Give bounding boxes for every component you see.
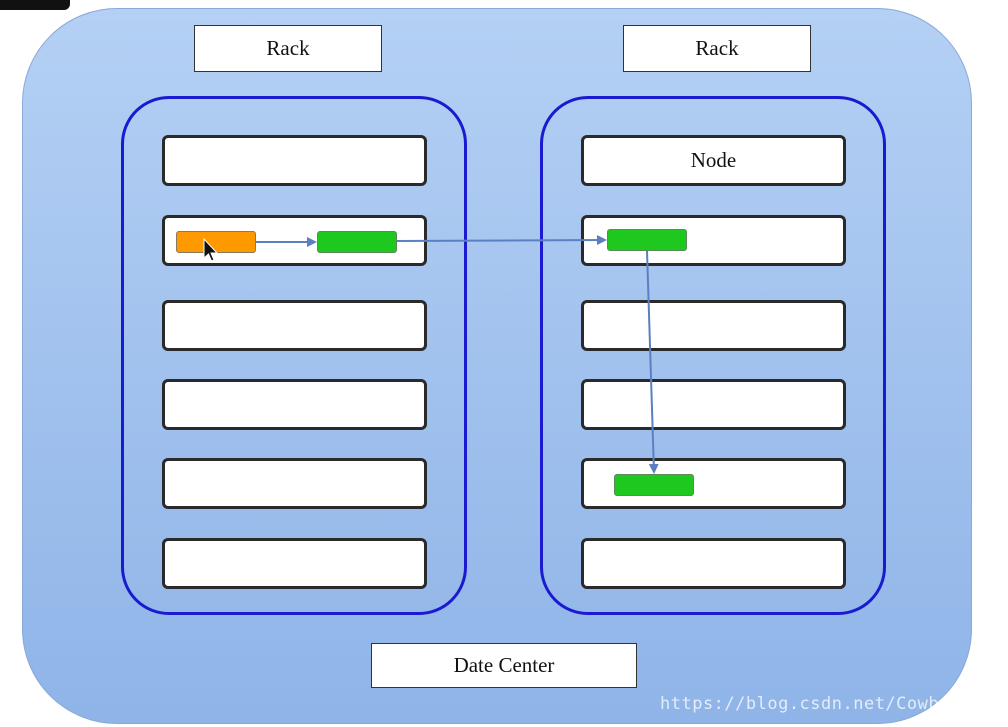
left-node-4[interactable] xyxy=(162,379,427,430)
arrow-replica2-to-replica3 xyxy=(646,250,659,474)
corner-fragment xyxy=(0,0,70,10)
right-node-2[interactable] xyxy=(581,215,846,266)
datacenter-label: Date Center xyxy=(371,643,637,688)
replica-block-1 xyxy=(317,231,397,253)
datacenter-container xyxy=(22,8,972,724)
rack-left xyxy=(121,96,467,615)
arrow-replica1-to-replica2 xyxy=(396,235,607,246)
mouse-cursor-icon xyxy=(203,237,219,262)
rack-label-left: Rack xyxy=(194,25,382,72)
replica-block-2 xyxy=(607,229,687,251)
replica-block-3 xyxy=(614,474,694,496)
left-node-5[interactable] xyxy=(162,458,427,509)
node-label: Node xyxy=(690,148,737,172)
right-node-3[interactable] xyxy=(581,300,846,351)
right-node-1[interactable]: Node xyxy=(581,135,846,186)
left-node-1[interactable] xyxy=(162,135,427,186)
watermark: https://blog.csdn.net/CowboySoBusy xyxy=(660,694,1008,714)
rack-right xyxy=(540,96,886,615)
right-node-4[interactable] xyxy=(581,379,846,430)
left-node-3[interactable] xyxy=(162,300,427,351)
left-node-6[interactable] xyxy=(162,538,427,589)
right-node-6[interactable] xyxy=(581,538,846,589)
rack-label-right: Rack xyxy=(623,25,811,72)
